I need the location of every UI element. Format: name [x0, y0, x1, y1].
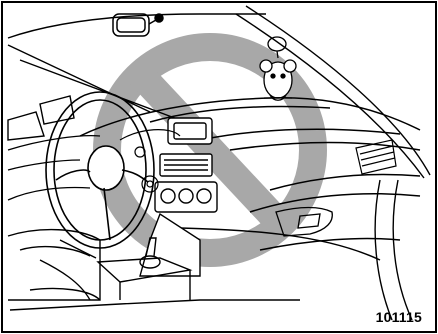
figure-id-label: 101115: [376, 309, 422, 325]
